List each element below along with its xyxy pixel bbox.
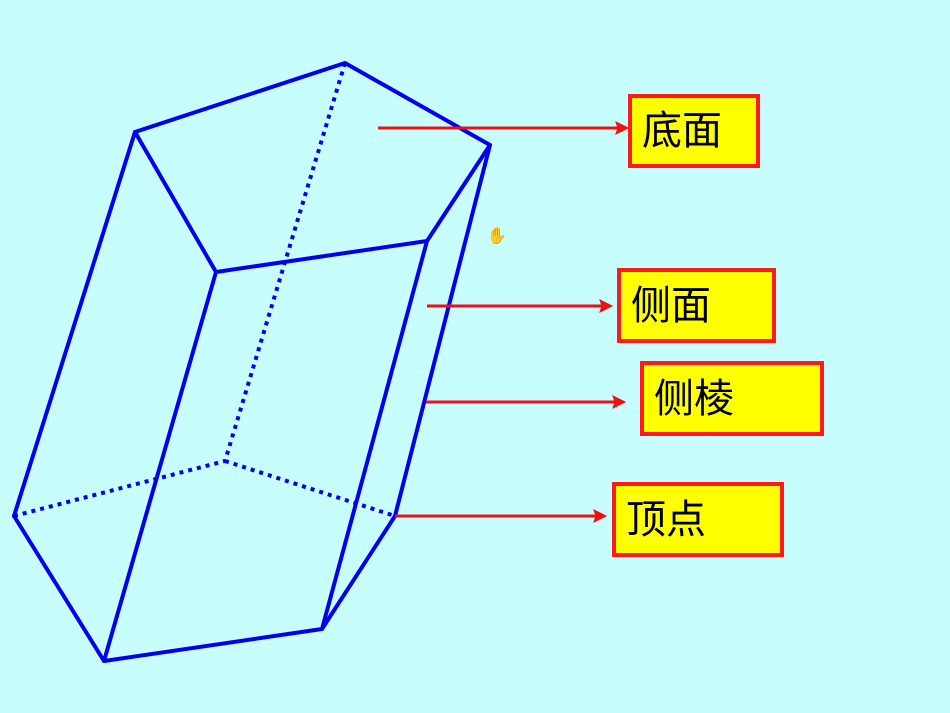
hidden-lateral-edge-b	[223, 62, 347, 462]
hand-cursor-icon: ✋	[487, 226, 507, 245]
label-base-text: 底面	[642, 108, 722, 154]
label-lateral-edge: 侧棱	[640, 361, 824, 436]
lateral-edge-a	[12, 130, 137, 518]
bottom-base-visible-edges	[12, 514, 397, 663]
label-vertex: 顶点	[612, 482, 784, 557]
arrow-base-head	[615, 121, 630, 135]
label-lateral-edge-text: 侧棱	[654, 375, 734, 422]
label-base: 底面	[628, 94, 760, 168]
label-lateral-face-text: 侧面	[631, 282, 711, 329]
hidden-bottom-edge-2	[224, 459, 396, 518]
arrow-vertex-head	[593, 509, 608, 523]
arrow-lateral-face-head	[599, 299, 614, 313]
lateral-edge-e	[102, 270, 218, 663]
arrow-lateral-edge-head	[612, 395, 627, 409]
lateral-edge-c	[393, 143, 492, 518]
hidden-bottom-edge-1	[13, 459, 226, 518]
label-vertex-text: 顶点	[626, 496, 706, 543]
top-base-edges	[133, 61, 492, 274]
lateral-edge-d	[320, 239, 429, 631]
label-lateral-face: 侧面	[617, 268, 776, 343]
